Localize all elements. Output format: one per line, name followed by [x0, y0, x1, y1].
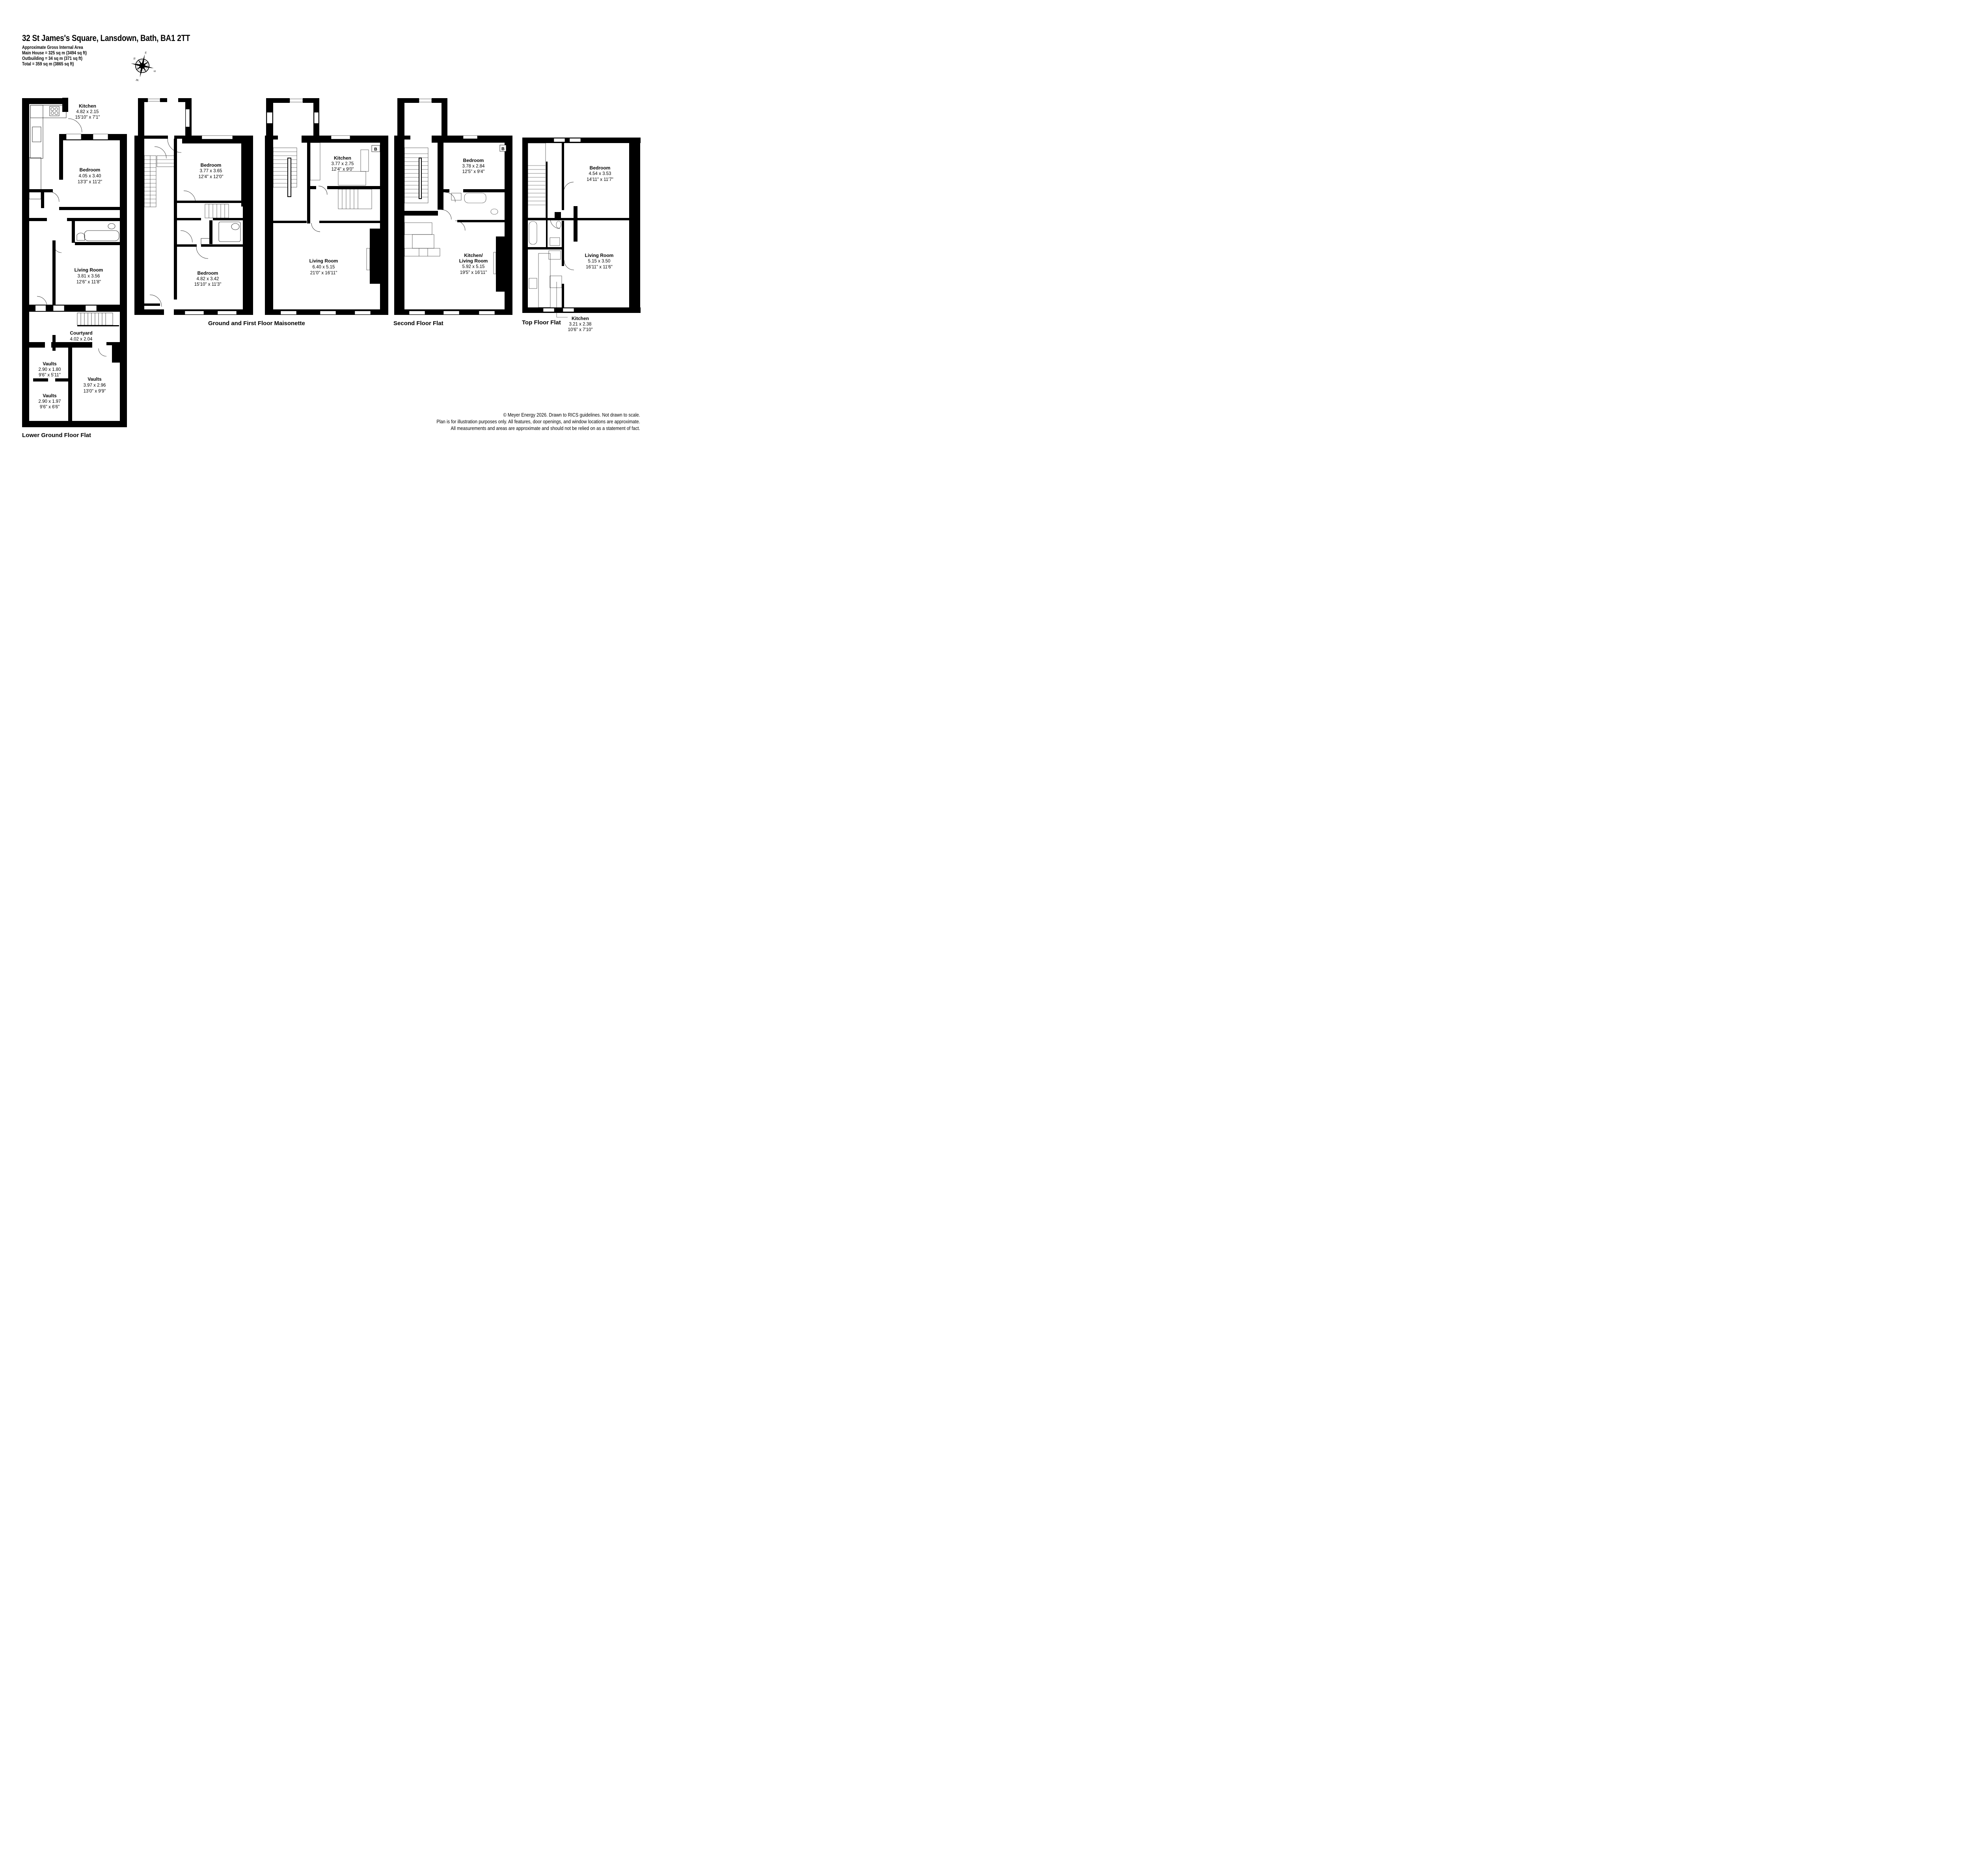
room-imperial: 12'4" x 9'0" — [332, 167, 354, 172]
room-metric: 3.21 x 2.38 — [569, 322, 592, 327]
room-name: Living Room — [585, 253, 614, 258]
lower-ground-floor-plan — [22, 98, 127, 427]
room-name: Kitchen — [334, 155, 351, 161]
room-imperial: 9'6" x 5'11" — [39, 373, 61, 378]
room-metric: 2.90 x 1.97 — [39, 399, 61, 404]
floor-label-top: Top Floor Flat — [522, 319, 561, 326]
room-name: Living Room — [309, 258, 338, 264]
room-metric: 3.97 x 2.96 — [84, 383, 106, 388]
compass-west-label: W — [136, 78, 139, 81]
room-name: Bedroom — [590, 165, 611, 171]
room-name: Bedroom — [463, 158, 484, 163]
room-imperial: 14'11" x 11'7" — [587, 177, 613, 182]
total-area: Total = 359 sq m (3865 sq ft) — [22, 62, 74, 67]
room-metric: 5.92 x 5.15 — [462, 264, 485, 269]
floor-label-lower-ground: Lower Ground Floor Flat — [22, 432, 91, 439]
room-metric: 4.02 x 2.04 — [70, 337, 93, 342]
measurement-disclaimer: All measurements and areas are approxima… — [451, 426, 640, 431]
room-name: Vaults — [43, 361, 57, 367]
second-floor-plan: B — [394, 98, 512, 315]
room-name: Vaults — [43, 393, 57, 398]
room-imperial: 15'10" x 11'3" — [194, 282, 222, 287]
room-name: Vaults — [88, 376, 102, 382]
room-imperial: 21'0" x 16'11" — [310, 271, 337, 275]
room-metric: 3.81 x 3.56 — [78, 274, 100, 279]
plan-header: 32 St James's Square, Lansdown, Bath, BA… — [22, 33, 217, 67]
room-metric: 4.54 x 3.53 — [589, 171, 611, 176]
floor-plans: Kitchen 4.82 x 2.15 15'10" x 7'1" Bedroo… — [22, 98, 641, 427]
top-floor-room-labels: Bedroom 4.54 x 3.53 14'11" x 11'7" Livin… — [568, 165, 613, 332]
room-name: Bedroom — [201, 162, 222, 168]
ground-floor-room-labels: Bedroom 3.77 x 3.65 12'4" x 12'0" Bedroo… — [194, 162, 224, 287]
room-name: Living Room — [75, 267, 103, 273]
room-name: Kitchen/ — [464, 253, 483, 258]
room-metric: 4.82 x 2.15 — [76, 110, 99, 114]
area-heading: Approximate Gross Internal Area — [22, 45, 83, 50]
floor-label-ground-first: Ground and First Floor Maisonette — [208, 320, 305, 327]
top-floor-plan — [522, 138, 641, 318]
compass-east-label: E — [145, 52, 147, 55]
room-metric: 4.82 x 3.42 — [197, 277, 219, 281]
main-house-area: Main House = 325 sq m (3494 sq ft) — [22, 51, 87, 56]
room-imperial: 13'3" x 11'2" — [78, 180, 102, 184]
area-summary: Approximate Gross Internal Area Main Hou… — [22, 45, 217, 67]
room-imperial: 13'2" x 6'8" — [70, 343, 93, 348]
boiler-label: B — [374, 147, 377, 152]
illustration-disclaimer: Plan is for illustration purposes only. … — [436, 419, 640, 424]
room-imperial: 10'6" x 7'10" — [568, 328, 592, 332]
first-floor-room-labels: Kitchen 3.77 x 2.75 12'4" x 9'0" Living … — [309, 155, 354, 275]
room-metric: 5.15 x 3.50 — [588, 259, 611, 264]
copyright-line: © Meyer Energy 2026. Drawn to RICS guide… — [503, 412, 640, 418]
property-address-title: 32 St James's Square, Lansdown, Bath, BA… — [22, 33, 190, 43]
room-imperial: 13'0" x 9'9" — [84, 389, 106, 394]
floor-label-second: Second Floor Flat — [393, 320, 443, 327]
lower-ground-room-labels: Kitchen 4.82 x 2.15 15'10" x 7'1" Bedroo… — [39, 103, 106, 409]
room-name: Bedroom — [80, 167, 101, 173]
compass-rose-icon: N E S W — [131, 52, 156, 81]
first-floor-plan: B — [265, 98, 388, 315]
compass-north-label: N — [133, 58, 136, 60]
boiler-label: B — [501, 147, 505, 151]
room-imperial: 9'6" x 6'6" — [40, 405, 60, 409]
room-imperial: 12'5" x 9'4" — [462, 169, 485, 174]
room-metric: 3.77 x 3.65 — [200, 169, 222, 173]
room-metric: 4.05 x 3.40 — [79, 174, 101, 179]
room-imperial: 19'5" x 16'11" — [460, 270, 487, 275]
room-name: Courtyard — [70, 330, 92, 336]
room-name: Bedroom — [197, 270, 218, 276]
room-name: Kitchen — [79, 103, 96, 109]
room-metric: 3.77 x 2.75 — [332, 162, 354, 166]
room-imperial: 16'11" x 11'6" — [586, 265, 613, 270]
disclaimer-footer: © Meyer Energy 2026. Drawn to RICS guide… — [437, 412, 640, 432]
room-name-line2: Living Room — [459, 258, 488, 264]
compass-south-label: S — [153, 70, 156, 73]
outbuilding-area: Outbuilding = 34 sq m (371 sq ft) — [22, 56, 83, 61]
room-imperial: 12'4" x 12'0" — [198, 175, 223, 179]
second-floor-room-labels: Bedroom 3.78 x 2.84 12'5" x 9'4" Kitchen… — [459, 158, 488, 275]
room-name: Kitchen — [572, 316, 589, 321]
room-imperial: 15'10" x 7'1" — [75, 115, 100, 120]
room-metric: 2.90 x 1.80 — [39, 367, 61, 372]
room-metric: 6.40 x 5.15 — [313, 265, 335, 270]
room-metric: 3.78 x 2.84 — [462, 164, 485, 169]
ground-floor-plan — [134, 98, 253, 315]
room-imperial: 12'6" x 11'8" — [76, 280, 101, 285]
